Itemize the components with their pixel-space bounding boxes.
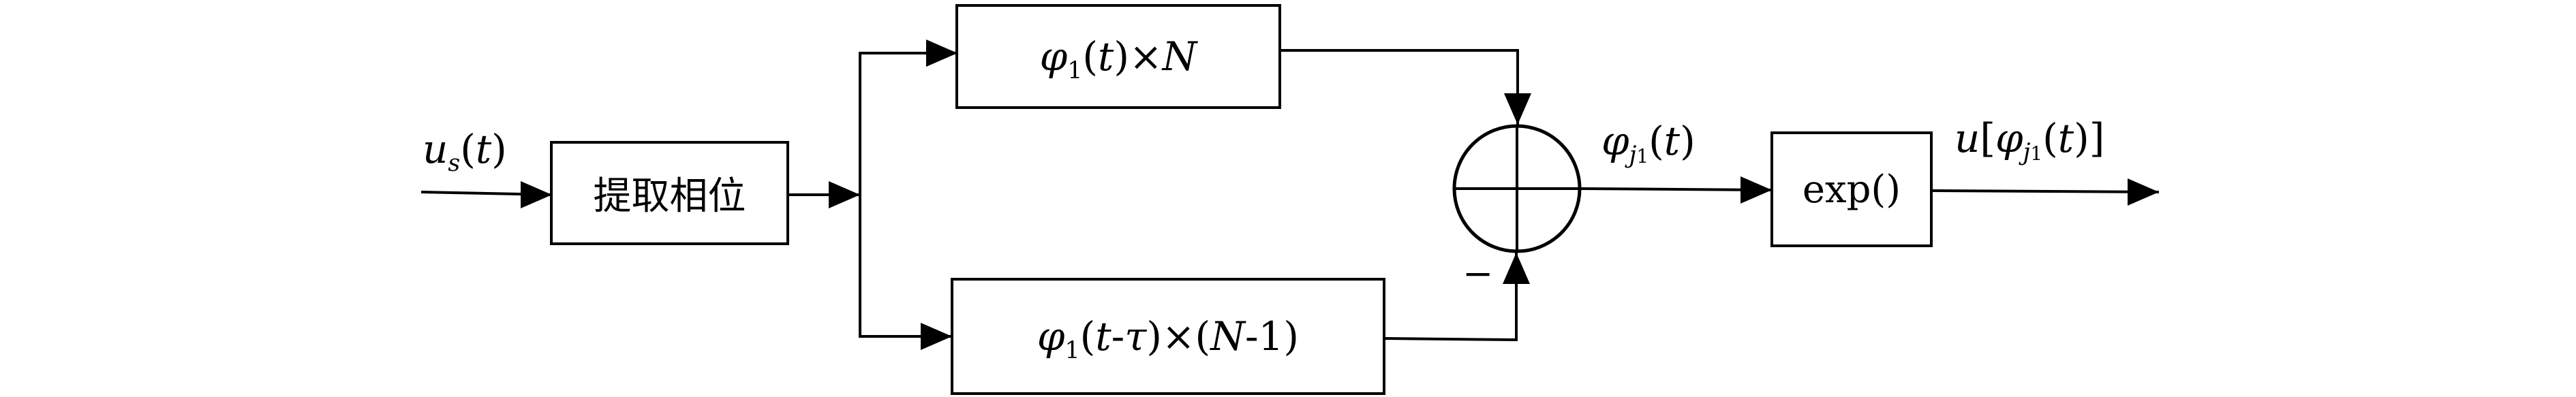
final-output-wire: [1931, 189, 2160, 193]
extract-phase-block: 提取相位: [550, 141, 789, 245]
bottom-summer-arrowhead: [1503, 253, 1530, 284]
extract-phase-label: 提取相位: [593, 174, 746, 219]
exp-block: exp(): [1770, 131, 1933, 247]
final-output-arrowhead: [2128, 178, 2159, 206]
input-arrowhead: [521, 181, 552, 208]
bottom-multiply-label: φ1(t-τ)×(N-1): [1037, 313, 1300, 365]
input-signal-label: us(t): [423, 126, 507, 178]
bottom-multiply-block: φ1(t-τ)×(N-1): [951, 278, 1385, 395]
final-output-label: u[φj1(t)]: [1954, 115, 2105, 167]
bottom-to-summer-wire: [1383, 253, 1518, 342]
bottom-branch-arrowhead: [921, 323, 952, 350]
top-multiply-block: φ1(t)×N: [955, 4, 1281, 109]
top-multiply-label: φ1(t)×N: [1039, 33, 1197, 85]
top-summer-arrowhead: [1504, 93, 1531, 125]
summer-output-wire: [1579, 187, 1773, 191]
top-to-summer-wire: [1280, 49, 1519, 125]
sum-output-label: φj1(t): [1601, 118, 1696, 170]
exp-label: exp(): [1802, 167, 1901, 212]
exp-input-arrowhead: [1741, 176, 1772, 204]
top-branch-arrowhead: [926, 39, 957, 67]
split-arrowhead: [829, 181, 860, 208]
minus-sign: −: [1462, 252, 1494, 295]
